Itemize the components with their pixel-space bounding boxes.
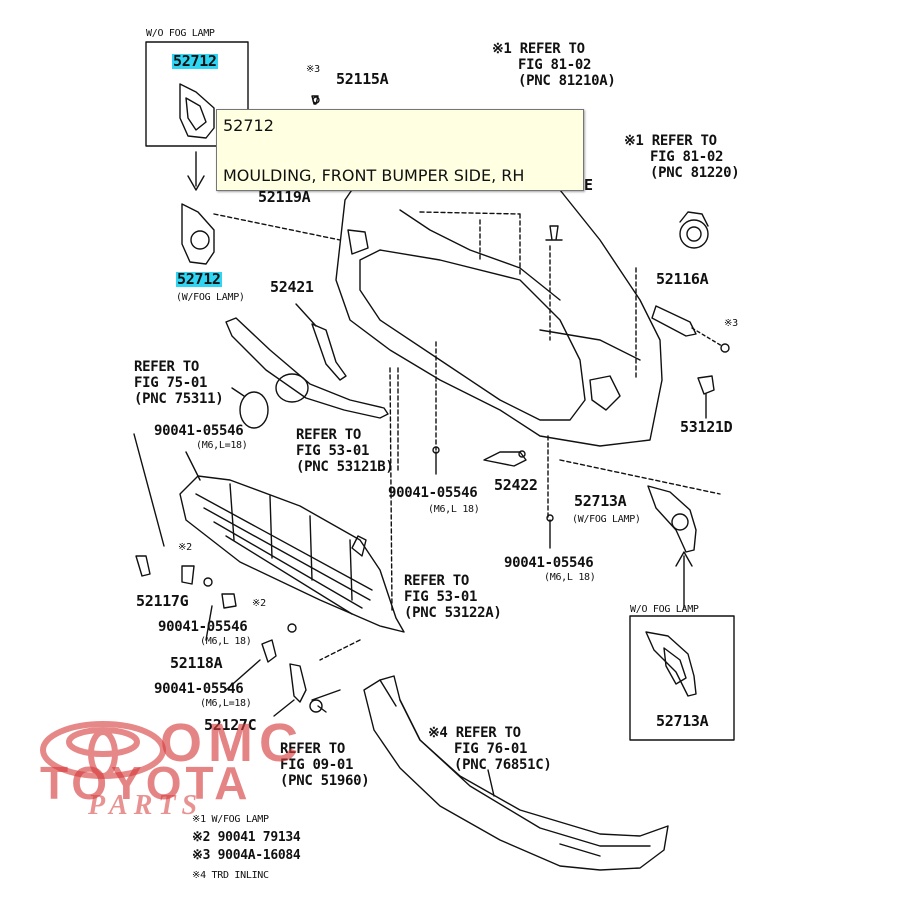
part-52712-w-fog[interactable]: [181, 203, 215, 265]
label-note2-a: ※2: [178, 542, 192, 553]
label-bolt1[interactable]: 90041-05546: [154, 423, 244, 439]
part-52422[interactable]: [483, 451, 527, 467]
label-bolt3[interactable]: 90041-05546: [504, 555, 594, 571]
label-note2-b: ※2: [252, 598, 266, 609]
tooltip-part-number: 52712: [223, 116, 274, 135]
label-52712-top[interactable]: 52712: [172, 52, 218, 70]
part-53121d[interactable]: [697, 375, 715, 395]
watermark-toyota: TOYOTA: [40, 757, 252, 809]
footnote-1: ※1 W/FOG LAMP: [192, 814, 269, 825]
label-52119a[interactable]: 52119A: [258, 188, 311, 206]
part-76851c[interactable]: [363, 675, 669, 871]
label-refer53b-line2: FIG 53-01: [404, 589, 478, 605]
part-tooltip: 52712 MOULDING, FRONT BUMPER SIDE, RH: [216, 109, 584, 191]
watermark-parts: PARTS: [88, 790, 204, 821]
label-refer2-line3[interactable]: (PNC 81220): [650, 165, 740, 181]
part-52116a[interactable]: [651, 305, 697, 337]
label-wo-fog-bottom: W/O FOG LAMP: [630, 604, 699, 615]
part-52713a-wo-fog[interactable]: [645, 631, 697, 697]
label-w-fog-52712: (W/FOG LAMP): [176, 292, 245, 303]
label-bolt3-sub: (M6,L 18): [544, 572, 596, 583]
label-53121d[interactable]: 53121D: [680, 418, 733, 436]
label-refer1-line3[interactable]: (PNC 81210A): [518, 73, 616, 89]
label-refer75-line3[interactable]: (PNC 75311): [134, 391, 224, 407]
part-52713a-w-fog[interactable]: [647, 485, 697, 553]
label-refer76-line2: FIG 76-01: [454, 741, 528, 757]
part-75311[interactable]: [239, 391, 269, 429]
inset-box-52713a: [629, 615, 735, 741]
label-52712-bottom[interactable]: 52712: [176, 270, 222, 288]
label-refer76-line3[interactable]: (PNC 76851C): [454, 757, 552, 773]
footnote-2: ※2 90041 79134: [192, 830, 301, 845]
label-52421[interactable]: 52421: [270, 278, 314, 296]
arrow-up-icon: [675, 551, 693, 609]
label-refer09-line3[interactable]: (PNC 51960): [280, 773, 370, 789]
arrow-down-icon: [187, 151, 205, 191]
label-52422[interactable]: 52422: [494, 476, 538, 494]
label-refer53a-line1: REFER TO: [296, 427, 362, 443]
label-bolt1-sub: (M6,L=18): [196, 440, 248, 451]
label-52117g[interactable]: 52117G: [136, 592, 189, 610]
label-wo-fog-top: W/O FOG LAMP: [146, 28, 215, 39]
label-refer1-line2: FIG 81-02: [518, 57, 592, 73]
footnote-3: ※3 9004A-16084: [192, 848, 301, 863]
watermark-omc: OMC: [160, 713, 304, 773]
label-refer75-line2: FIG 75-01: [134, 375, 208, 391]
part-52117g[interactable]: [135, 555, 151, 577]
label-refer2-line1: ※1 REFER TO: [624, 133, 717, 149]
label-refer76-line1: ※4 REFER TO: [428, 725, 521, 741]
part-53122a[interactable]: [179, 475, 405, 633]
label-52116a[interactable]: 52116A: [656, 270, 709, 288]
label-52713a-wo[interactable]: 52713A: [656, 712, 709, 730]
label-bolt2-sub: (M6,L 18): [428, 504, 480, 515]
label-refer53a-line3[interactable]: (PNC 53121B): [296, 459, 394, 475]
label-52713a-w[interactable]: 52713A: [574, 492, 627, 510]
label-52713a-w-sub: (W/FOG LAMP): [572, 514, 641, 525]
label-bolt4[interactable]: 90041-05546: [158, 619, 248, 635]
part-52421[interactable]: [311, 323, 347, 381]
label-bolt5[interactable]: 90041-05546: [154, 681, 244, 697]
label-note3-right: ※3: [724, 318, 738, 329]
footnote-4: ※4 TRD INLINC: [192, 870, 269, 881]
toyota-emblem-icon: [40, 721, 166, 779]
label-refer75-line1: REFER TO: [134, 359, 200, 375]
label-refer53a-line2: FIG 53-01: [296, 443, 370, 459]
part-53121b[interactable]: [225, 317, 389, 419]
label-refer1-line1: ※1 REFER TO: [492, 41, 585, 57]
label-refer53b-line1: REFER TO: [404, 573, 470, 589]
omc-toyota-parts-logo: OMC TOYOTA PARTS: [38, 713, 338, 830]
label-refer09-line2: FIG 09-01: [280, 757, 354, 773]
label-bolt4-sub: (M6,L 18): [200, 636, 252, 647]
label-bolt5-sub: (M6,L=18): [200, 698, 252, 709]
part-52118a[interactable]: [261, 639, 277, 663]
label-52115a[interactable]: 52115A: [336, 70, 389, 88]
fog-recess-right: [589, 375, 621, 411]
label-refer09-line1: REFER TO: [280, 741, 346, 757]
label-bolt2[interactable]: 90041-05546: [388, 485, 478, 501]
label-refer2-line2: FIG 81-02: [650, 149, 724, 165]
label-52118a[interactable]: 52118A: [170, 654, 223, 672]
part-52127c[interactable]: [289, 663, 307, 703]
fog-lamp-81220[interactable]: [679, 219, 709, 249]
part-52712-wo-fog[interactable]: [179, 83, 215, 139]
tooltip-part-description: MOULDING, FRONT BUMPER SIDE, RH: [223, 166, 525, 185]
inset-box-52712: [145, 41, 249, 147]
label-52127c[interactable]: 52127C: [204, 716, 257, 734]
label-refer53b-line3[interactable]: (PNC 53122A): [404, 605, 502, 621]
label-pnc-e: E: [584, 176, 593, 194]
front-bumper-cover[interactable]: [335, 169, 663, 447]
label-note3-top: ※3: [306, 64, 320, 75]
